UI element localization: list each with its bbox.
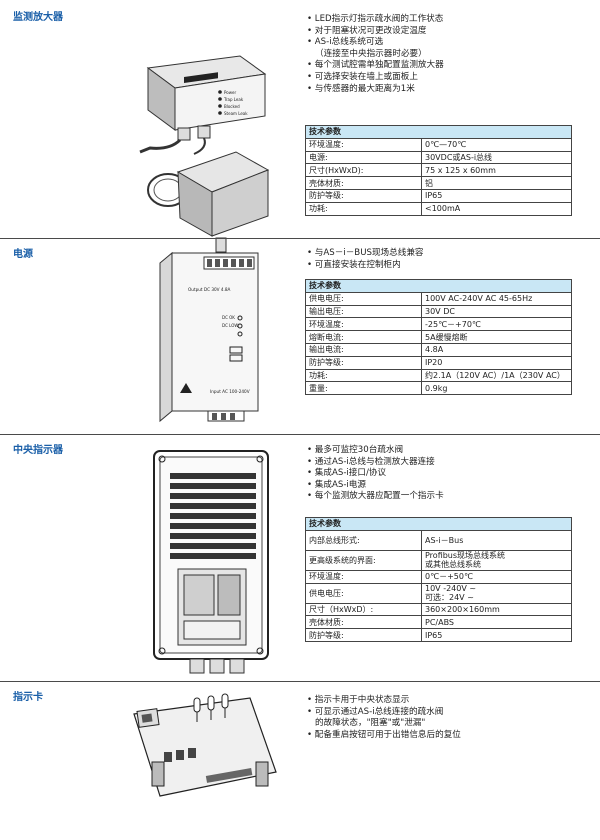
table-row: 熔断电流:5A缓慢熔断 <box>305 330 572 344</box>
feature-item: • 通过AS-i总线与检测放大器连接 <box>307 456 435 467</box>
spec-table: 技术参数 环境温度:0℃—70℃ 电源:30VDC或AS-i总线 尺寸(HxWx… <box>305 125 572 216</box>
feature-item: • LED指示灯指示疏水阀的工作状态 <box>307 14 444 24</box>
table-row: 内部总线形式:AS-i－Bus <box>305 529 572 551</box>
spec-table: 技术参数 内部总线形式:AS-i－Bus 更高级系统的界面:Profibus现场… <box>305 517 572 642</box>
table-row: 防护等级:IP65 <box>305 188 572 203</box>
section-title: 中央指示器 <box>13 445 63 456</box>
feature-item: （连接至中央指示器时必要） <box>315 48 427 59</box>
feature-list: • 最多可监控30台疏水阀 • 通过AS-i总线与检测放大器连接 • 集成AS-… <box>307 445 444 503</box>
feature-item: • 最多可监控30台疏水阀 <box>307 445 404 455</box>
feature-item: • 与AS－i－BUS现场总线兼容 <box>307 248 424 258</box>
indicator-card-illustration <box>133 693 277 797</box>
table-row: 重量:0.9kg <box>305 381 572 396</box>
spec-table-header: 技术参数 <box>305 125 572 139</box>
monitor-amplifier-illustration: Power Trap Leak Blocked Steam Leak <box>139 55 270 253</box>
table-row: 功耗:约2.1A（120V AC）/1A（230V AC） <box>305 368 572 383</box>
feature-item: • 配备重启按钮可用于出错信息后的复位 <box>307 729 461 740</box>
feature-item: • 集成AS-i电源 <box>307 479 366 490</box>
table-row: 尺寸（HxWxD）:360×200×160mm <box>305 602 572 617</box>
table-row: 防护等级:IP20 <box>305 355 572 370</box>
section-monitor-amplifier: 监测放大器 Power Trap Leak Blocked Steam Leak… <box>0 0 600 253</box>
table-row: 壳体材质:PC/ABS <box>305 615 572 630</box>
dc-ok-label: DC OK <box>222 315 235 320</box>
feature-item: • 每个测试腔需单独配置监测放大器 <box>307 60 444 71</box>
table-row: 壳体材质:铝 <box>305 176 572 190</box>
power-supply-illustration: Output DC 30V 4.8A DC OK DC LOW Input AC… <box>159 251 259 423</box>
led-label: Trap Leak <box>223 97 244 102</box>
section-title: 电源 <box>13 249 33 260</box>
feature-item: • AS-i总线系统可选 <box>307 37 384 48</box>
feature-item: • 每个监测放大器应配置一个指示卡 <box>307 491 444 502</box>
spec-table-header: 技术参数 <box>305 279 572 293</box>
table-row: 更高级系统的界面:Profibus现场总线系统 或其他总线系统 <box>305 549 572 571</box>
spec-table: 技术参数 供电电压:100V AC-240V AC 45-65Hz 输出电压:3… <box>305 279 572 396</box>
table-row: 环境温度:0℃—70℃ <box>305 137 572 152</box>
table-row: 供电电压:10V -240V ~ 可选：24V ~ <box>305 582 572 604</box>
table-row: 环境温度:-25℃－+70℃ <box>305 317 572 332</box>
table-row: 环境温度:0℃－+50℃ <box>305 569 572 584</box>
table-row: 电源:30VDC或AS-i总线 <box>305 150 572 165</box>
feature-item: • 集成AS-i接口/协议 <box>307 468 387 479</box>
feature-item: • 可选择安装在墙上或面板上 <box>307 71 418 82</box>
feature-item: • 可显示通过AS-i总线连接的疏水阀 <box>307 706 444 717</box>
table-row: 供电电压:100V AC-240V AC 45-65Hz <box>305 291 572 306</box>
section-indicator-card: 指示卡 • 指示卡用于中央状态显示 • 可显示通过AS-i总线连接的疏水阀 的故… <box>0 681 600 840</box>
led-label: Power <box>224 90 236 95</box>
table-row: 输出电流:4.8A <box>305 342 572 357</box>
section-power-supply: 电源 Output DC 30V 4.8A DC OK DC LOW Input… <box>0 238 600 433</box>
led-label: Blocked <box>224 104 240 109</box>
input-label: Input AC 100-240V <box>210 389 250 394</box>
feature-item: 的故障状态，"阻塞"或"泄漏" <box>315 718 426 729</box>
feature-list: • LED指示灯指示疏水阀的工作状态 • 对于阻塞状况可更改设定温度 • AS-… <box>307 14 444 95</box>
section-title: 指示卡 <box>13 692 43 703</box>
feature-item: • 指示卡用于中央状态显示 <box>307 695 410 705</box>
table-row: 尺寸(HxWxD):75 x 125 x 60mm <box>305 163 572 178</box>
section-central-indicator: 中央指示器 • 最多可监控30台疏水阀 • 通过AS-i总线与检测放大器连接 <box>0 434 600 680</box>
led-label: Steam Leak <box>224 111 248 116</box>
feature-item: • 与传感器的最大距离为1米 <box>307 83 415 94</box>
spec-table-header: 技术参数 <box>305 517 572 531</box>
feature-item: • 可直接安装在控制柜内 <box>307 259 401 270</box>
table-row: 输出电压:30V DC <box>305 304 572 319</box>
feature-item: • 对于阻塞状况可更改设定温度 <box>307 25 427 36</box>
feature-list: • 与AS－i－BUS现场总线兼容 • 可直接安装在控制柜内 <box>307 248 424 271</box>
table-row: 防护等级:IP65 <box>305 628 572 642</box>
section-title: 监测放大器 <box>13 12 63 23</box>
table-row: 功耗:<100mA <box>305 201 572 216</box>
central-indicator-illustration <box>153 450 269 674</box>
dc-low-label: DC LOW <box>222 323 238 328</box>
feature-list: • 指示卡用于中央状态显示 • 可显示通过AS-i总线连接的疏水阀 的故障状态，… <box>307 695 461 741</box>
output-label: Output DC 30V 4.8A <box>188 287 231 292</box>
